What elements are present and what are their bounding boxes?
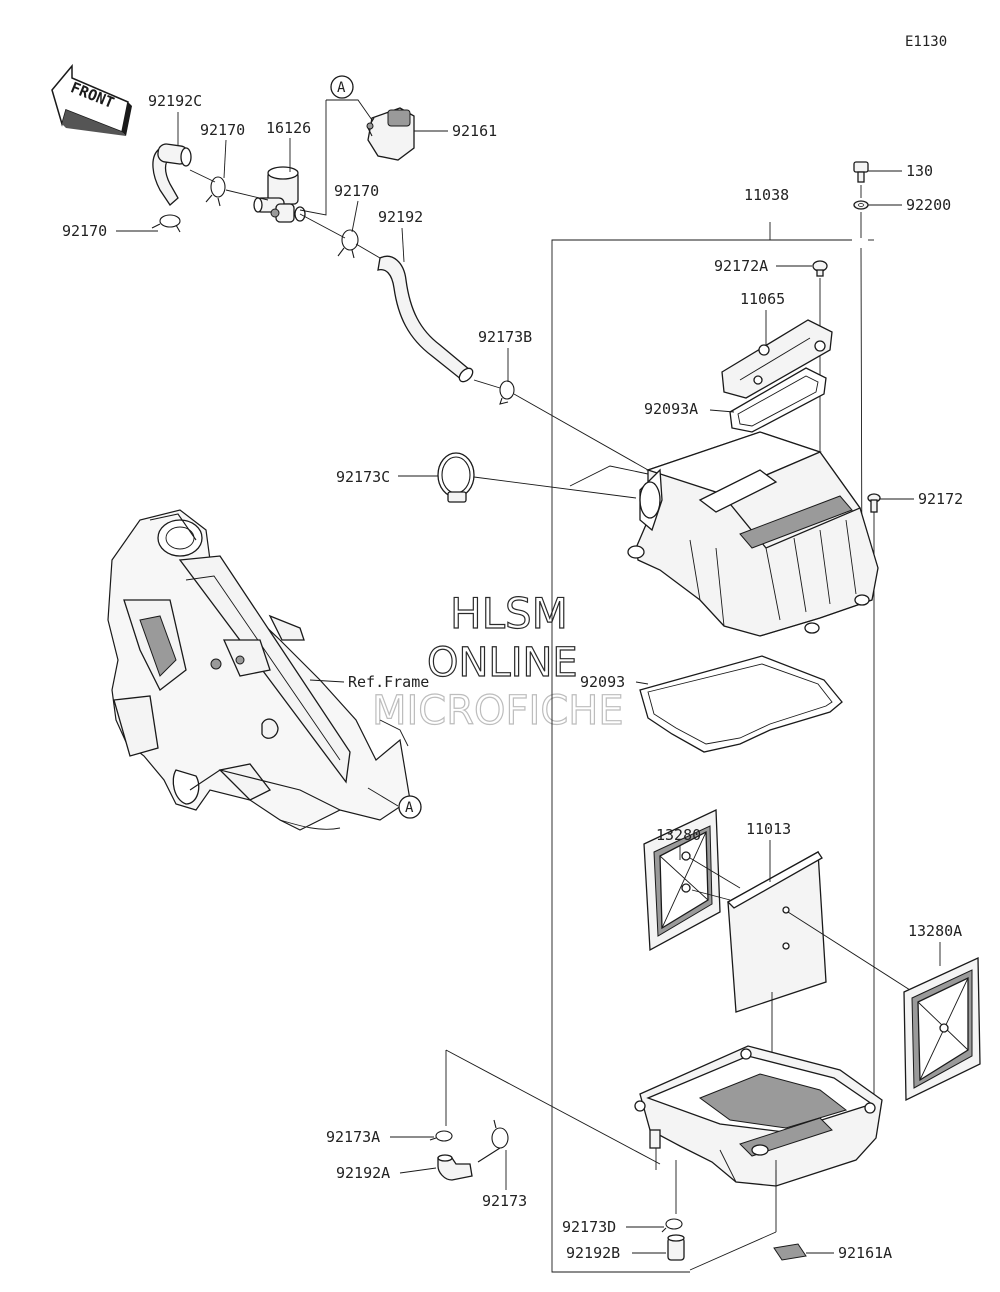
holder-13280 xyxy=(643,808,721,952)
callout-a-top xyxy=(330,75,354,99)
hose-92192C xyxy=(152,143,192,206)
part-label-92093: 92093 xyxy=(580,673,625,691)
part-label-92173C: 92173C xyxy=(336,468,390,486)
watermark-line2: ONLINE xyxy=(427,640,578,686)
holder-13280A xyxy=(903,956,981,1102)
screw-92172 xyxy=(867,493,881,513)
part-label-92172A: 92172A xyxy=(714,257,768,275)
diagram-code: E1130 xyxy=(905,34,947,50)
part-label-13280: 13280 xyxy=(656,826,701,844)
valve-16126 xyxy=(253,166,306,223)
part-label-92161A: 92161A xyxy=(838,1244,892,1262)
part-label-92161: 92161 xyxy=(452,122,497,140)
clamp-92173A xyxy=(429,1130,453,1142)
tube-92192B xyxy=(667,1234,685,1261)
part-label-13280A: 13280A xyxy=(908,922,962,940)
clamp-92170-top xyxy=(205,176,226,207)
ref-frame-label: Ref.Frame xyxy=(348,673,429,691)
callout-a-bottom xyxy=(398,795,422,819)
hose-92192 xyxy=(377,255,474,383)
callout-a-top-label: A xyxy=(337,80,346,96)
part-label-92173B: 92173B xyxy=(478,328,532,346)
reference-frame xyxy=(107,509,411,831)
part-label-92173: 92173 xyxy=(482,1192,527,1210)
gasket-92093A xyxy=(729,367,827,433)
callout-a-bottom-label: A xyxy=(405,800,414,816)
clamp-92173B xyxy=(499,380,515,405)
bolt-130 xyxy=(853,161,869,183)
part-label-11038: 11038 xyxy=(744,186,789,204)
part-label-92192B: 92192B xyxy=(566,1244,620,1262)
air-cleaner-upper-housing-11038 xyxy=(627,431,879,637)
bracket-92161 xyxy=(366,107,415,161)
screw-92172A xyxy=(812,260,828,277)
part-label-16126: 16126 xyxy=(266,119,311,137)
part-label-92172: 92172 xyxy=(918,490,963,508)
part-label-130: 130 xyxy=(906,162,933,180)
part-label-11013: 11013 xyxy=(746,820,791,838)
hose-92192A xyxy=(437,1154,473,1181)
part-label-92170-mid: 92170 xyxy=(334,182,379,200)
clamp-92173 xyxy=(477,1119,509,1163)
clamp-92173D xyxy=(661,1218,683,1233)
part-label-92192: 92192 xyxy=(378,208,423,226)
washer-92200 xyxy=(853,200,869,210)
watermark: HLSM ONLINE MICROFICHE xyxy=(371,588,624,734)
part-label-11065: 11065 xyxy=(740,290,785,308)
part-label-92170-top: 92170 xyxy=(200,121,245,139)
watermark-line3: MICROFICHE xyxy=(372,688,624,734)
front-arrow-icon: FRONT xyxy=(51,63,132,136)
filter-element-11013 xyxy=(726,850,827,1013)
part-label-92192C: 92192C xyxy=(148,92,202,110)
plate-11065 xyxy=(721,319,833,399)
part-label-92093A: 92093A xyxy=(644,400,698,418)
part-label-92173D: 92173D xyxy=(562,1218,616,1236)
clamp-92170-mid xyxy=(337,229,359,259)
watermark-line1: HLSM xyxy=(450,589,568,638)
clamp-92173C xyxy=(437,452,475,503)
part-label-92173A: 92173A xyxy=(326,1128,380,1146)
part-label-92192A: 92192A xyxy=(336,1164,390,1182)
air-cleaner-lower-housing xyxy=(634,1045,883,1187)
part-label-92170-left: 92170 xyxy=(62,222,107,240)
gasket-92093 xyxy=(639,655,843,753)
clamp-92170-left xyxy=(151,214,181,233)
pad-92161A xyxy=(773,1243,807,1261)
part-label-92200: 92200 xyxy=(906,196,951,214)
